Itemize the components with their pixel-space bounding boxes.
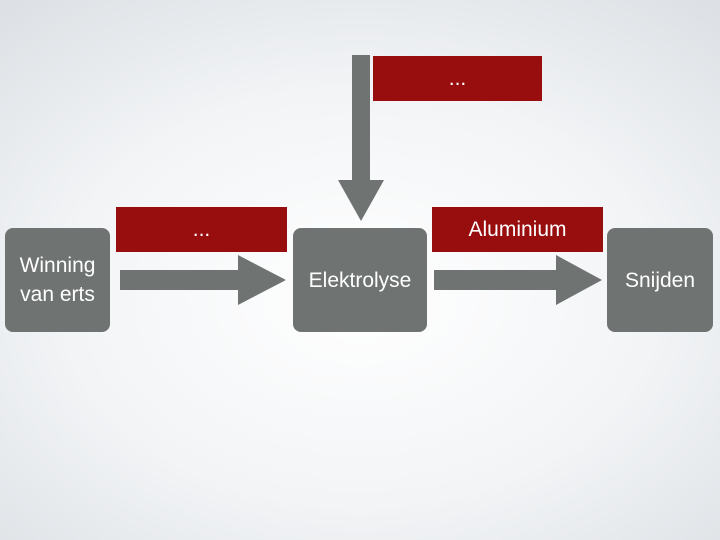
input-label-top-text: ... <box>448 66 467 90</box>
input-label-top: ... <box>373 56 542 101</box>
arrow-elektrolyse-to-snijden <box>434 255 602 305</box>
output-label-aluminium: Aluminium <box>432 207 603 252</box>
arrow-input-to-elektrolyse <box>338 55 384 221</box>
node-elektrolyse-text: Elektrolyse <box>308 268 412 292</box>
input-label-left: ... <box>116 207 287 252</box>
node-winning-van-erts: Winning van erts <box>5 228 110 332</box>
node-elektrolyse: Elektrolyse <box>293 228 427 332</box>
node-snijden: Snijden <box>607 228 713 332</box>
output-label-aluminium-text: Aluminium <box>468 217 567 241</box>
input-label-left-text: ... <box>192 217 211 241</box>
node-snijden-text: Snijden <box>624 268 696 292</box>
arrow-winning-to-elektrolyse <box>120 255 286 305</box>
node-winning-text: Winning van erts <box>19 254 96 306</box>
